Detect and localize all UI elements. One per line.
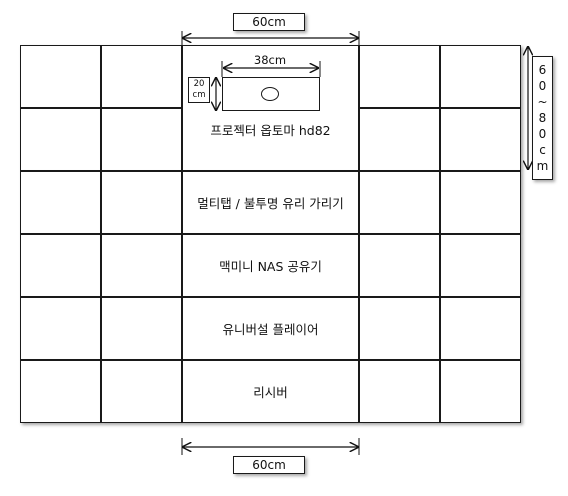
right-inner-cell-2 bbox=[359, 108, 440, 171]
shelf-multitap: 멀티탭 / 불투명 유리 가리기 bbox=[182, 171, 359, 234]
shelf-macmini-label: 맥미니 NAS 공유기 bbox=[219, 259, 322, 274]
right-inner-cell-3 bbox=[359, 171, 440, 234]
left-inner-cell-3 bbox=[101, 171, 182, 234]
left-inner-cell-4 bbox=[101, 234, 182, 297]
projector-height-label: 20 cm bbox=[188, 77, 210, 103]
projector-lens bbox=[261, 87, 279, 101]
right-outer-cell-1 bbox=[440, 45, 521, 108]
left-outer-cell-3 bbox=[20, 171, 101, 234]
left-inner-cell-6 bbox=[101, 360, 182, 423]
left-inner-cell-2 bbox=[101, 108, 182, 171]
shelf-macmini: 맥미니 NAS 공유기 bbox=[182, 234, 359, 297]
shelf-receiver-label: 리시버 bbox=[253, 385, 288, 400]
projector-shape bbox=[222, 77, 320, 111]
left-outer-cell-5 bbox=[20, 297, 101, 360]
right-inner-cell-5 bbox=[359, 297, 440, 360]
top-width-label: 60cm bbox=[233, 13, 305, 31]
left-outer-cell-6 bbox=[20, 360, 101, 423]
shelf-player: 유니버설 플레이어 bbox=[182, 297, 359, 360]
right-inner-cell-1 bbox=[359, 45, 440, 108]
right-inner-cell-4 bbox=[359, 234, 440, 297]
left-inner-cell-1 bbox=[101, 45, 182, 108]
right-inner-cell-6 bbox=[359, 360, 440, 423]
bottom-width-label: 60cm bbox=[233, 456, 305, 474]
projector-width-label: 38cm bbox=[253, 53, 287, 67]
right-outer-cell-4 bbox=[440, 234, 521, 297]
right-outer-cell-2 bbox=[440, 108, 521, 171]
shelf-receiver: 리시버 bbox=[182, 360, 359, 423]
height-range-label: 6 0 ~ 8 0 c m bbox=[532, 56, 553, 180]
right-outer-cell-3 bbox=[440, 171, 521, 234]
shelf-player-label: 유니버설 플레이어 bbox=[222, 322, 319, 337]
left-outer-cell-2 bbox=[20, 108, 101, 171]
left-outer-cell-1 bbox=[20, 45, 101, 108]
left-outer-cell-4 bbox=[20, 234, 101, 297]
projector-label: 프로젝터 옵토마 hd82 bbox=[210, 123, 331, 138]
shelf-multitap-label: 멀티탭 / 불투명 유리 가리기 bbox=[197, 196, 344, 211]
left-inner-cell-5 bbox=[101, 297, 182, 360]
right-outer-cell-6 bbox=[440, 360, 521, 423]
right-outer-cell-5 bbox=[440, 297, 521, 360]
